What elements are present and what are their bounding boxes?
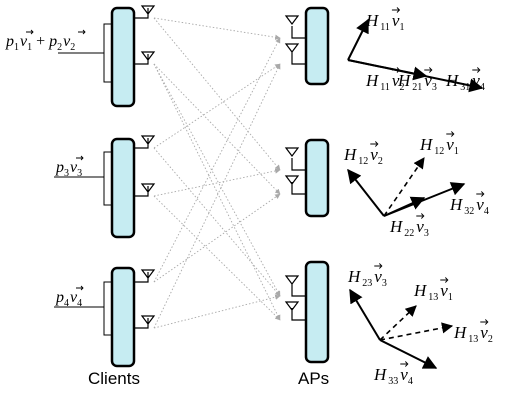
vector-arrow-icon <box>391 67 401 73</box>
link-line <box>153 63 281 321</box>
ap-2-antenna-2 <box>284 175 306 195</box>
client-3-bracket <box>103 281 112 336</box>
vector-diagram-2 <box>347 157 466 217</box>
client-1 <box>103 5 156 108</box>
aps-label: APs <box>298 369 329 388</box>
client-2-input: p3v3 <box>54 155 104 179</box>
svg-text:p4v4: p4v4 <box>55 289 82 309</box>
link-line <box>153 168 281 197</box>
wireless-links <box>153 17 281 329</box>
client-2 <box>103 135 156 239</box>
ap-3-body <box>304 260 330 364</box>
client-3-input: p4v4 <box>54 285 104 309</box>
link-line <box>153 294 281 329</box>
ap-3-antenna-1 <box>284 275 306 297</box>
link-line <box>153 37 281 283</box>
ap-3 <box>284 260 330 364</box>
vector-arrow-icon <box>480 319 489 325</box>
link-line <box>153 63 281 329</box>
client-2-body <box>110 137 136 239</box>
clients-label: Clients <box>88 369 140 388</box>
ap-1 <box>284 6 330 86</box>
client-3 <box>103 266 156 368</box>
vector-diagram-3 <box>349 288 454 369</box>
vector-arrow-icon <box>472 67 481 73</box>
vector-arrow-icon <box>446 131 455 137</box>
link-line <box>153 17 281 40</box>
vector-arrow-icon <box>424 67 433 73</box>
client-2-antenna-1 <box>134 135 156 149</box>
vector-diagram-1 <box>347 18 484 93</box>
link-line <box>153 195 281 321</box>
link-line <box>153 193 281 283</box>
link-line <box>153 17 281 171</box>
client-3-antenna-2 <box>134 315 156 329</box>
link-line <box>153 63 281 195</box>
vector-arrow-icon <box>476 191 485 197</box>
ap-1-body <box>304 6 330 86</box>
vector-arrow-icon <box>391 7 401 13</box>
vector-arrow-icon <box>440 277 449 283</box>
svg-text:p3v3: p3v3 <box>55 159 82 179</box>
client-2-bracket <box>103 151 112 206</box>
vector-arrow-icon <box>416 213 425 219</box>
vector-arrow-icon <box>370 141 379 147</box>
link-line <box>153 63 281 149</box>
svg-text:p1v1+p2v2: p1v1+p2v2 <box>5 33 75 53</box>
client-1-antenna-2 <box>134 51 156 65</box>
client-2-antenna-2 <box>134 183 156 197</box>
ap-3-antenna-2 <box>284 301 306 321</box>
ap-1-antenna-2 <box>284 43 306 65</box>
ap-1-antenna-1 <box>284 15 306 39</box>
vector-arrow-icon <box>374 263 383 269</box>
link-line <box>153 147 281 297</box>
ap-2-body <box>304 138 330 218</box>
client-1-input: p1v1+p2v2 <box>5 29 104 54</box>
ap-2-antenna-1 <box>284 147 306 171</box>
ap-2 <box>284 138 330 218</box>
link-line <box>153 63 281 297</box>
client-3-body <box>110 266 136 368</box>
vector-arrow-icon <box>400 361 409 367</box>
client-1-antenna-1 <box>134 5 156 19</box>
client-1-body <box>110 6 136 108</box>
client-3-antenna-1 <box>134 269 156 283</box>
